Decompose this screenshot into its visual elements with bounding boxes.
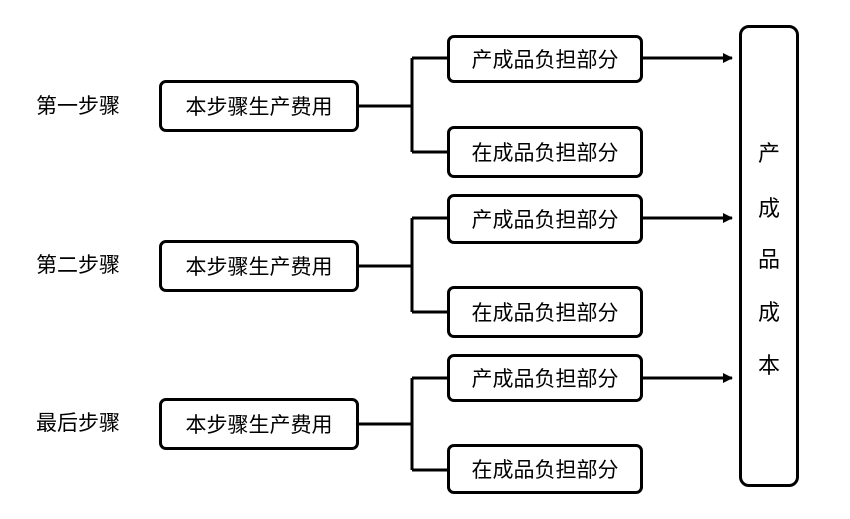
cost-box-step3: 本步骤生产费用 (159, 398, 359, 450)
result-char: 成 (757, 197, 780, 222)
cost-box-step1: 本步骤生产费用 (159, 80, 359, 132)
branch-connector-step3 (359, 376, 447, 472)
wip-share-box-step1: 在成品负担部分 (447, 126, 643, 178)
result-char: 本 (757, 354, 780, 379)
branch-connector-step2 (359, 216, 447, 314)
finished-share-box-step1: 产成品负担部分 (447, 35, 643, 83)
result-char: 产 (757, 142, 780, 167)
branch-connector-step1 (359, 56, 447, 154)
step-label-3: 最后步骤 (36, 411, 120, 435)
finished-product-cost-box: 产 成 品 成 本 (739, 25, 799, 487)
wip-share-box-step2: 在成品负担部分 (447, 286, 643, 338)
step-label-1: 第一步骤 (36, 94, 120, 118)
cost-box-step2: 本步骤生产费用 (159, 240, 359, 292)
step-label-2: 第二步骤 (36, 253, 120, 277)
result-char: 成 (757, 301, 780, 326)
finished-share-box-step3: 产成品负担部分 (447, 354, 643, 402)
wip-share-box-step3: 在成品负担部分 (447, 444, 643, 494)
result-char: 品 (757, 248, 780, 273)
finished-share-box-step2: 产成品负担部分 (447, 194, 643, 244)
